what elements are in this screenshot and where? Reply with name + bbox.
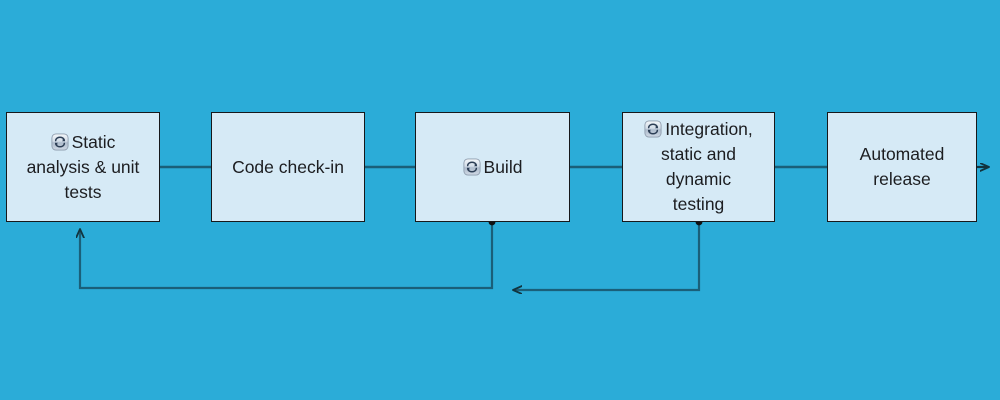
node-automated-release[interactable]: Automated release xyxy=(827,112,977,222)
edge-integration-feedback xyxy=(514,222,701,290)
node-static-analysis-text-1: Static xyxy=(71,131,116,152)
node-integration-testing-label: Integration, static and dynamic testing xyxy=(636,117,761,217)
sync-icon xyxy=(51,132,69,151)
sync-icon xyxy=(462,157,481,176)
node-integration-testing-text-2: static and xyxy=(661,144,736,164)
edge-build-feedback xyxy=(80,222,494,290)
node-build-text: Build xyxy=(483,156,523,177)
node-automated-release-text-2: release xyxy=(873,169,931,189)
node-integration-testing[interactable]: Integration, static and dynamic testing xyxy=(622,112,775,222)
node-code-check-in[interactable]: Code check-in xyxy=(211,112,365,222)
node-static-analysis-text-2: analysis & unit xyxy=(26,156,140,177)
sync-icon xyxy=(644,120,662,138)
node-automated-release-text-1: Automated xyxy=(859,144,945,164)
node-code-check-in-label: Code check-in xyxy=(232,156,344,177)
node-static-analysis-text-3: tests xyxy=(64,181,102,202)
node-automated-release-label: Automated release xyxy=(852,142,953,192)
node-integration-testing-text-1: Integration, xyxy=(665,119,753,139)
node-integration-testing-text-4: testing xyxy=(672,194,725,214)
node-static-analysis[interactable]: Static analysis & unit tests xyxy=(6,112,160,222)
node-static-analysis-label: Static analysis & unit tests xyxy=(19,130,148,205)
node-build[interactable]: Build xyxy=(415,112,570,222)
node-integration-testing-text-3: dynamic xyxy=(665,169,732,189)
node-build-label: Build xyxy=(455,155,531,180)
